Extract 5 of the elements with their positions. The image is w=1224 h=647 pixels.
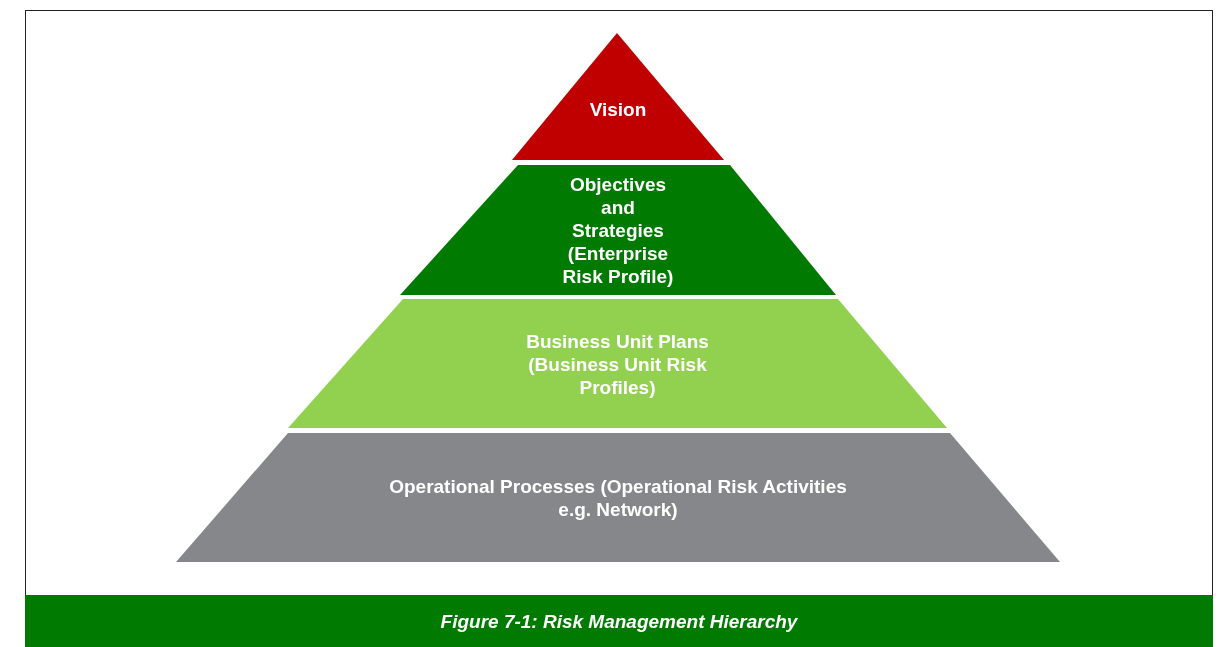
figure-caption: Figure 7-1: Risk Management Hierarchy <box>439 611 799 633</box>
tier-label: Operational Processes (Operational Risk Activities e.g. Network) <box>388 474 848 521</box>
tier-label: Business Unit Plans (Business Unit Risk Profiles) <box>525 329 710 398</box>
tier-label: Objectives and Strategies (Enterprise Risk Profile) <box>561 172 675 288</box>
tier-label: Vision <box>588 97 648 121</box>
